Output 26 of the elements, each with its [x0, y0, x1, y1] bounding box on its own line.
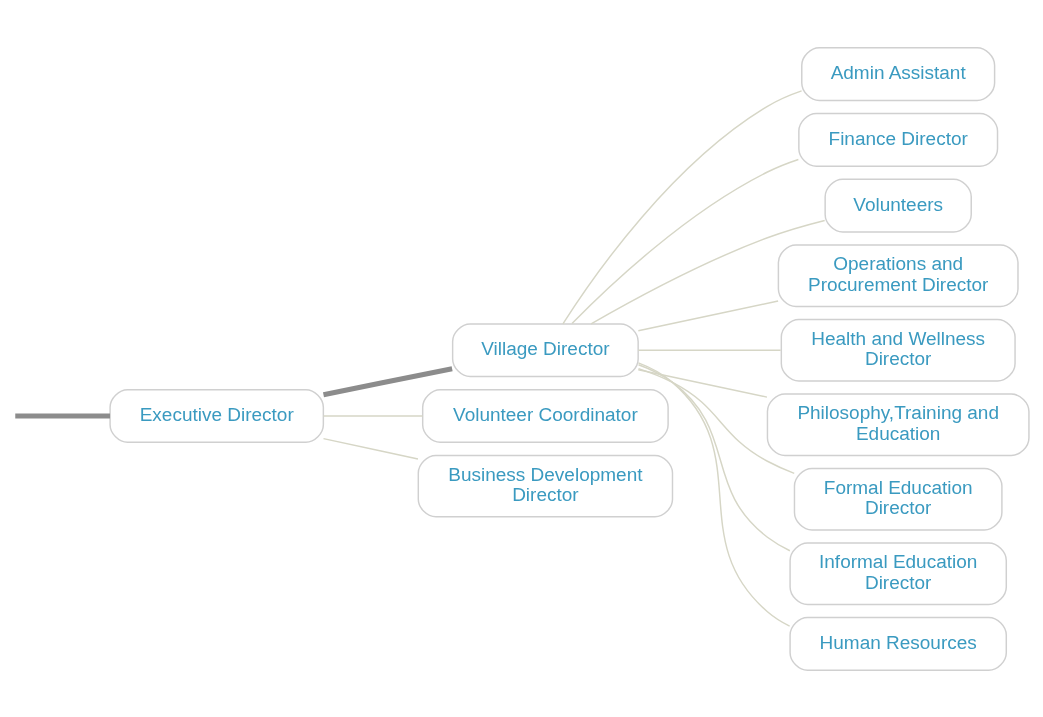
node-box: Operations and Procurement Director: [777, 243, 1019, 307]
connector: [637, 368, 768, 398]
connector: [637, 361, 791, 627]
connector: [637, 349, 782, 351]
node-box: Finance Director: [798, 112, 999, 167]
node-box: Health and Wellness Director: [780, 318, 1016, 382]
node-box: Formal Education Director: [793, 467, 1003, 531]
connector: [322, 414, 424, 417]
node-box: Volunteers: [824, 178, 972, 233]
connector: [322, 437, 419, 460]
connector: [15, 412, 111, 419]
node-box: Admin Assistant: [801, 46, 996, 101]
node-box: Village Director: [451, 322, 639, 377]
node-box: Volunteer Coordinator: [421, 388, 669, 443]
connector: [637, 363, 791, 551]
connector: [637, 299, 779, 331]
node-box: Informal Education Director: [789, 541, 1007, 605]
node-box: Business Development Director: [417, 454, 674, 517]
connector: [637, 367, 795, 474]
node-box: Human Resources: [789, 616, 1007, 671]
connector: [322, 365, 453, 397]
connector: [590, 219, 826, 325]
node-box: Executive Director: [109, 388, 325, 443]
node-box: Philosophy,Training and Education: [766, 392, 1030, 456]
connector: [571, 158, 800, 324]
connector: [562, 89, 803, 325]
